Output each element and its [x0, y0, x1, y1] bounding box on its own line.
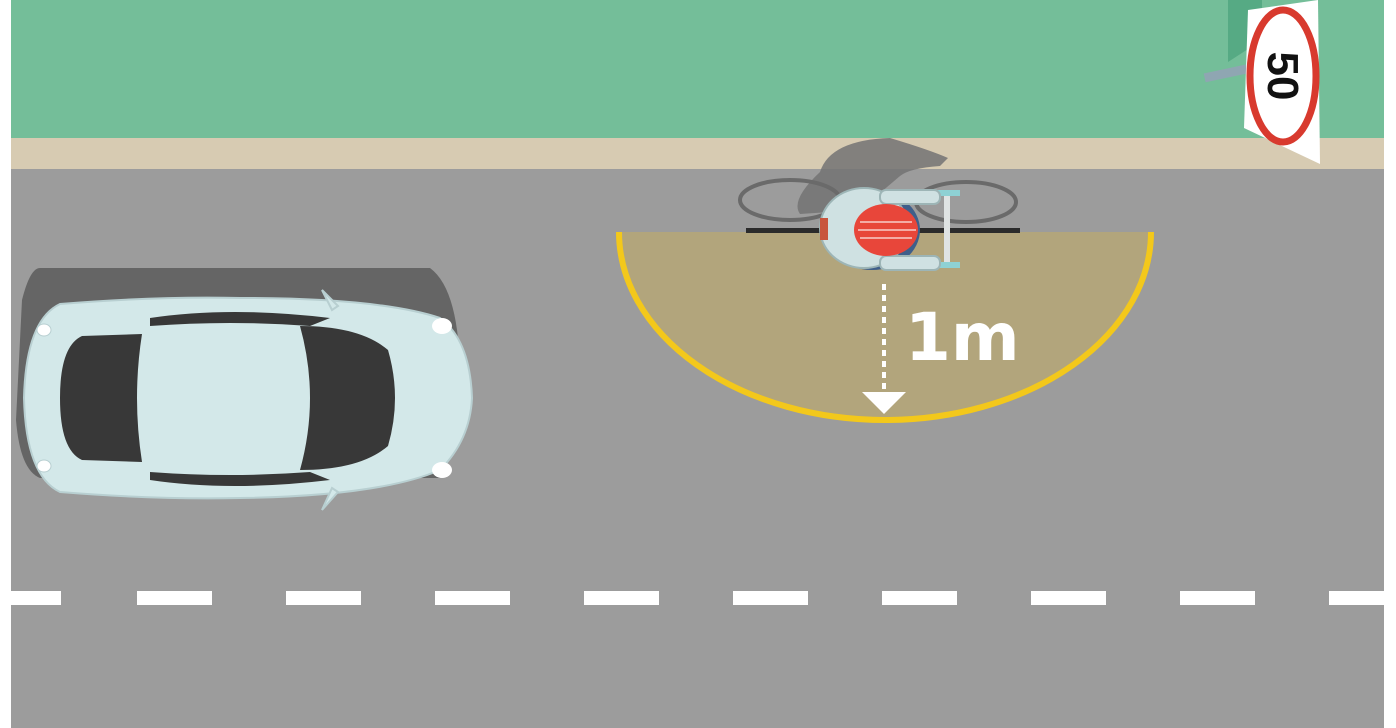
car-top-view-icon	[16, 268, 472, 510]
grass-verge	[11, 0, 1384, 140]
kerb-strip	[11, 138, 1384, 170]
distance-label: 1m	[905, 299, 1020, 376]
speed-limit-value: 50	[1258, 52, 1307, 101]
